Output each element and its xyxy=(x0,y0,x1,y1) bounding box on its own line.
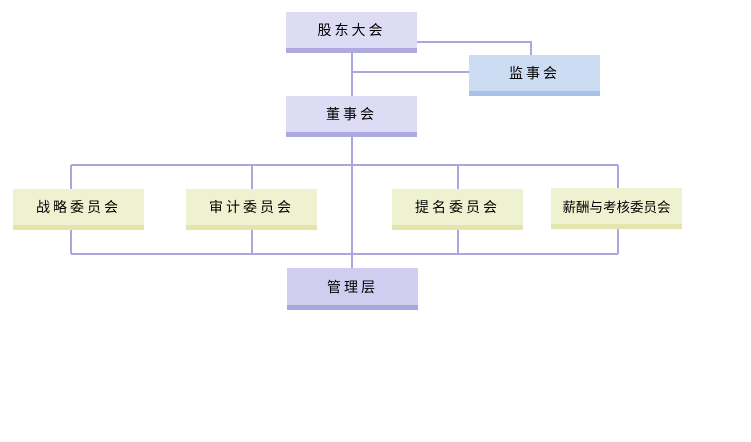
node-shareholders-meeting: 股东大会 xyxy=(286,12,417,53)
node-accent-strip xyxy=(287,305,418,310)
node-board-of-directors: 董事会 xyxy=(286,96,417,137)
node-accent-strip xyxy=(186,225,317,230)
node-label: 管理层 xyxy=(327,279,378,296)
connector-shareholders-supervisors xyxy=(417,41,532,55)
node-accent-strip xyxy=(469,91,600,96)
node-strategy-committee: 战略委员会 xyxy=(13,189,144,230)
node-label: 股东大会 xyxy=(317,23,386,39)
node-nomination-committee: 提名委员会 xyxy=(392,189,523,230)
node-accent-strip xyxy=(13,225,144,230)
node-label: 提名委员会 xyxy=(415,200,500,216)
node-audit-committee: 审计委员会 xyxy=(186,189,317,230)
node-label: 董事会 xyxy=(326,107,377,123)
node-label: 薪酬与考核委员会 xyxy=(562,200,671,216)
node-accent-strip xyxy=(551,224,682,229)
node-label: 战略委员会 xyxy=(36,200,121,216)
node-management: 管理层 xyxy=(287,268,418,310)
node-accent-strip xyxy=(286,132,417,137)
node-label: 监事会 xyxy=(509,66,560,82)
node-compensation-committee: 薪酬与考核委员会 xyxy=(551,188,682,229)
node-supervisory-board: 监事会 xyxy=(469,55,600,96)
node-accent-strip xyxy=(286,48,417,53)
node-label: 审计委员会 xyxy=(209,200,294,216)
node-accent-strip xyxy=(392,225,523,230)
